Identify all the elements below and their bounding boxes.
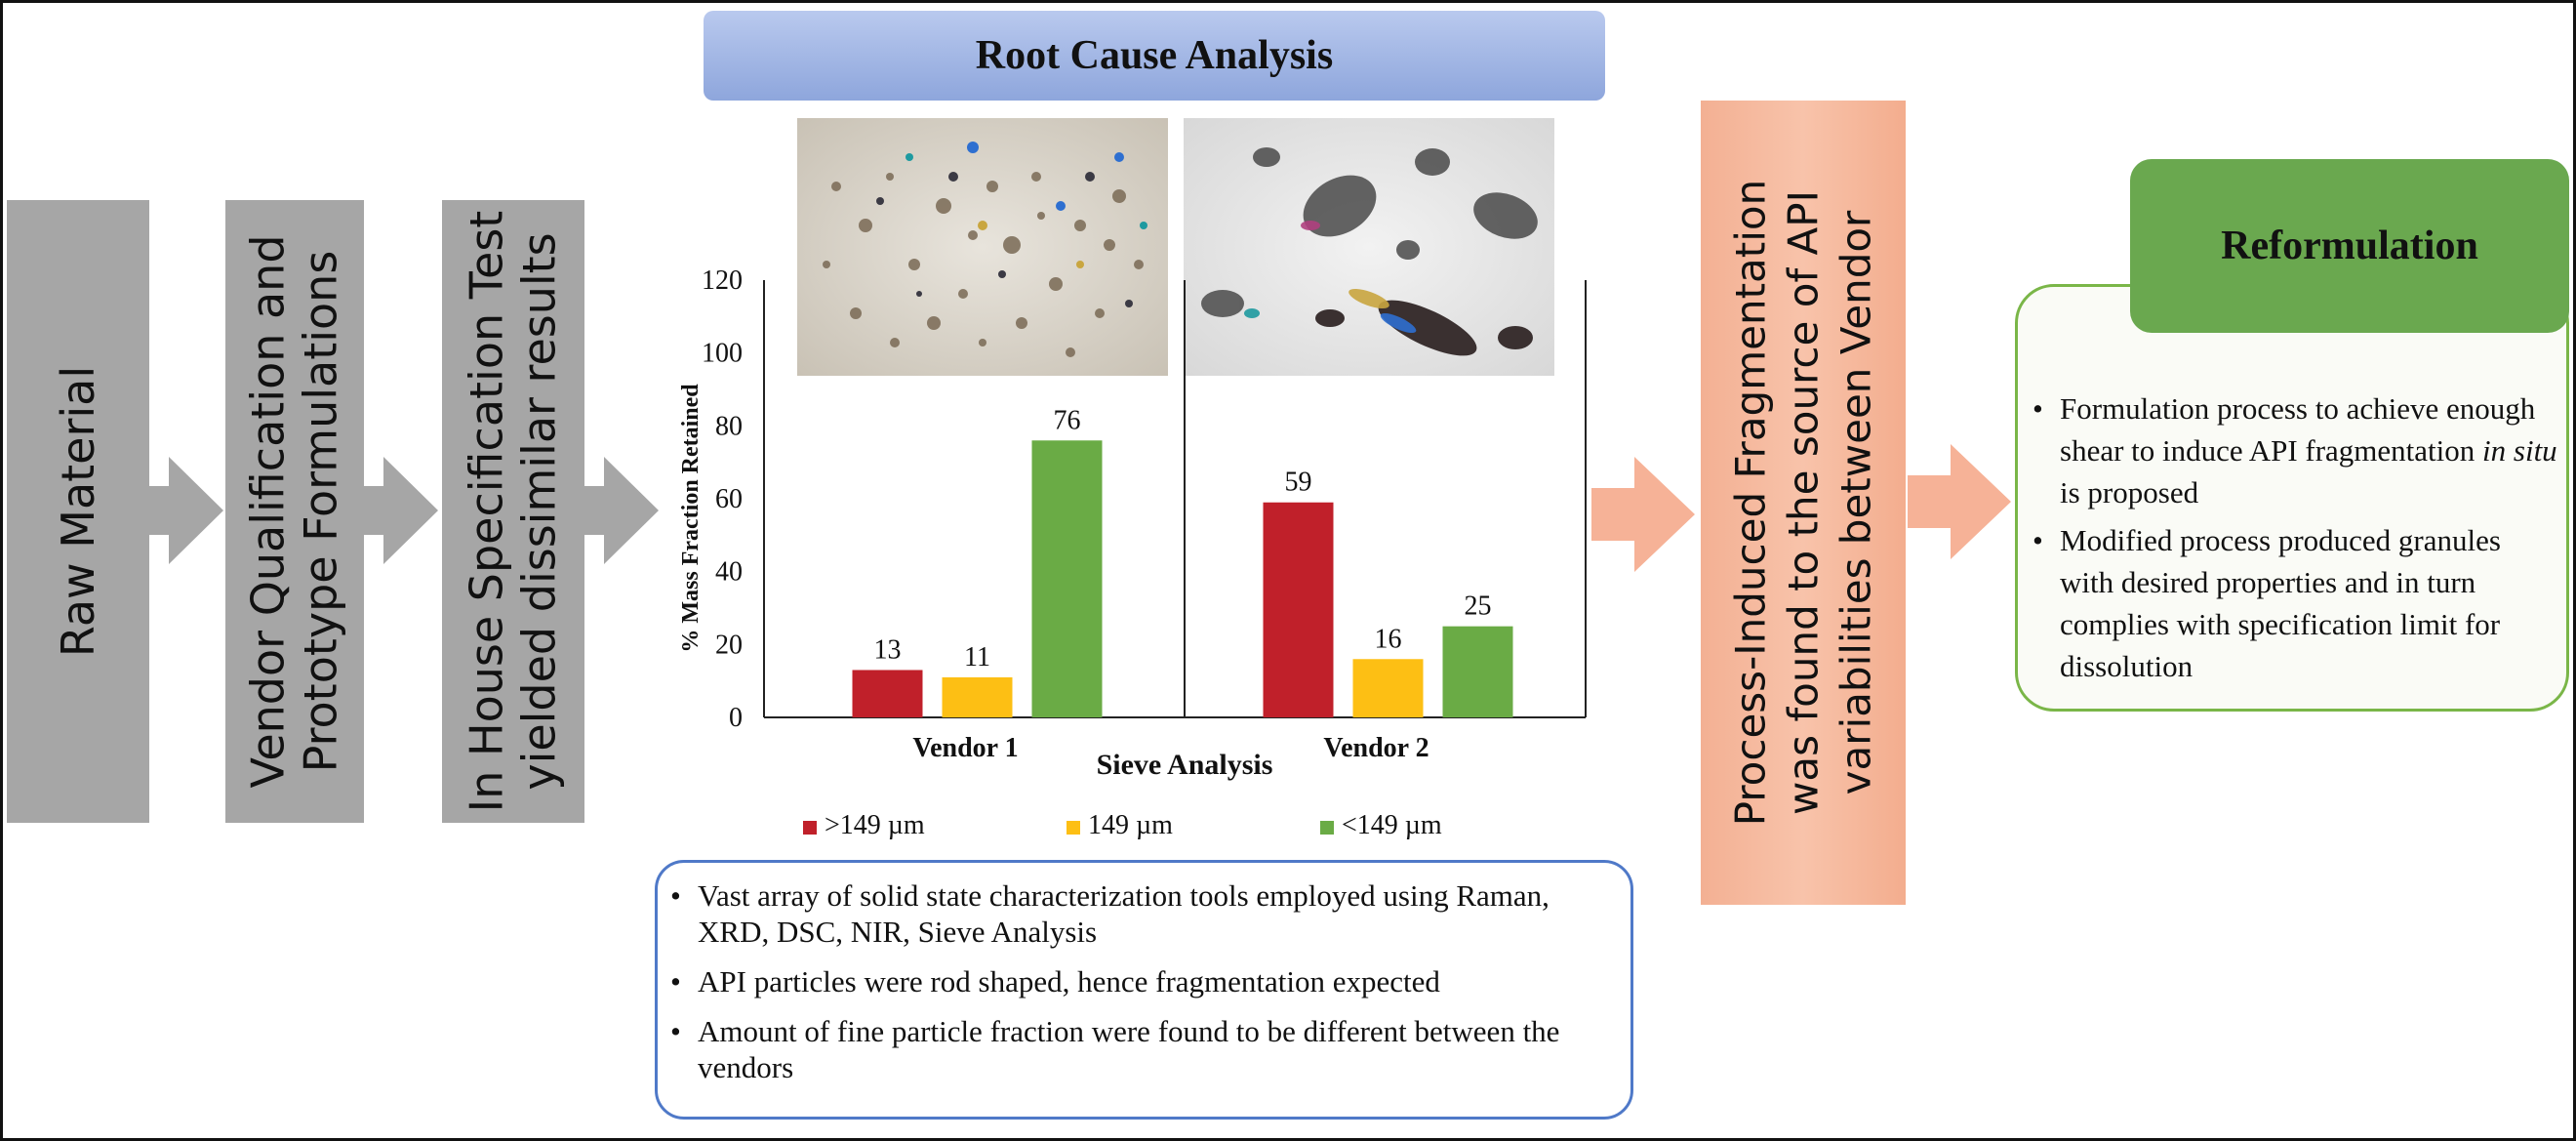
root-cause-banner: Root Cause Analysis — [704, 11, 1605, 101]
legend-swatch — [803, 821, 817, 835]
chart-bars — [852, 440, 1513, 717]
x-category-label: Vendor 2 — [1323, 733, 1429, 763]
legend-swatch — [1067, 821, 1080, 835]
y-tick-label: 60 — [715, 484, 743, 514]
vendor-qualification-label: Vendor Qualification and Prototype Formu… — [242, 234, 348, 788]
flow-arrow-4 — [1591, 457, 1695, 572]
legend-label: <149 µm — [1342, 810, 1442, 840]
reformulation-bullets: Formulation process to achieve enough sh… — [2033, 387, 2559, 693]
vendor-qualification-line-2: Prototype Formulations — [295, 250, 347, 773]
y-tick-label: 0 — [729, 703, 743, 733]
reformulation-title: Reformulation — [2221, 224, 2478, 268]
y-tick-label: 100 — [702, 339, 743, 369]
legend-label: 149 µm — [1088, 810, 1173, 840]
bar — [1263, 502, 1334, 717]
legend-swatch — [1320, 821, 1334, 835]
bar — [942, 676, 1013, 717]
finding-line-3: variabilities between Vendor — [1831, 210, 1879, 795]
reformulation-bullet-1-text: Formulation process to achieve enough sh… — [2060, 391, 2536, 468]
flow-arrow-5 — [1908, 444, 2011, 559]
bar-value-label: 16 — [1375, 624, 1402, 654]
flow-arrow-2 — [364, 457, 438, 564]
root-cause-bullet-1: Vast array of solid state characterizati… — [670, 877, 1607, 950]
reformulation-banner: Reformulation — [2130, 159, 2569, 333]
bar-value-label: 59 — [1285, 468, 1312, 498]
bar — [1031, 440, 1103, 717]
specification-test-line-1: In House Specification Test — [460, 210, 513, 813]
specification-test-label: In House Specification Test yielded diss… — [461, 211, 567, 813]
root-cause-bullet-3: Amount of fine particle fraction were fo… — [670, 1013, 1607, 1085]
reformulation-bullet-1-italic: in situ — [2482, 433, 2557, 468]
raw-material-label: Raw Material — [51, 365, 104, 658]
bar-value-label: 11 — [964, 642, 990, 672]
bar-value-label: 25 — [1465, 591, 1492, 622]
chart-legend: >149 µm 149 µm <149 µm — [803, 810, 1442, 840]
reformulation-bullet-1: Formulation process to achieve enough sh… — [2033, 387, 2559, 513]
y-tick-label: 20 — [715, 630, 743, 660]
fragmentation-finding-block: Process-Induced Fragmentation was found … — [1701, 101, 1906, 905]
bar-value-label: 76 — [1054, 405, 1081, 435]
finding-line-1: Process-Induced Fragmentation — [1726, 179, 1775, 827]
y-tick-label: 120 — [702, 265, 743, 296]
legend-label: >149 µm — [825, 810, 925, 840]
vendor-2-micrograph — [1184, 118, 1554, 376]
flow-arrow-3 — [584, 457, 659, 564]
specification-test-block: In House Specification Test yielded diss… — [442, 200, 584, 823]
x-axis-title: Sieve Analysis — [1097, 749, 1273, 781]
vendor-1-micrograph — [797, 118, 1168, 376]
y-tick-label: 80 — [715, 411, 743, 441]
root-cause-bullet-2: API particles were rod shaped, hence fra… — [670, 963, 1607, 999]
sieve-analysis-chart: 0 20 40 60 80 100 120 % Mass Fraction Retained 1… — [678, 265, 1587, 840]
y-tick-label: 40 — [715, 557, 743, 588]
x-category-label: Vendor 1 — [912, 733, 1018, 763]
root-cause-title: Root Cause Analysis — [975, 33, 1334, 78]
chart-labels: 0 20 40 60 80 100 120 % Mass Fraction Retained 1… — [678, 265, 1492, 781]
bar — [852, 670, 923, 717]
root-cause-bullets: Vast array of solid state characterizati… — [670, 877, 1607, 1099]
flow-arrow-1 — [149, 457, 223, 564]
vendor-qualification-line-1: Vendor Qualification and — [241, 234, 295, 789]
vendor-qualification-block: Vendor Qualification and Prototype Formu… — [225, 200, 364, 823]
finding-line-2: was found to the source of API — [1779, 190, 1828, 815]
bar — [1352, 659, 1424, 717]
specification-test-line-2: yielded dissimilar results — [513, 232, 566, 791]
bar-value-label: 13 — [874, 634, 902, 665]
reformulation-bullet-1-end: is proposed — [2060, 475, 2199, 509]
y-axis-title: % Mass Fraction Retained — [678, 384, 704, 653]
raw-material-block: Raw Material — [7, 200, 149, 823]
bar — [1442, 626, 1513, 717]
fragmentation-finding-label: Process-Induced Fragmentation was found … — [1724, 180, 1881, 827]
reformulation-bullet-2: Modified process produced granules with … — [2033, 519, 2559, 687]
